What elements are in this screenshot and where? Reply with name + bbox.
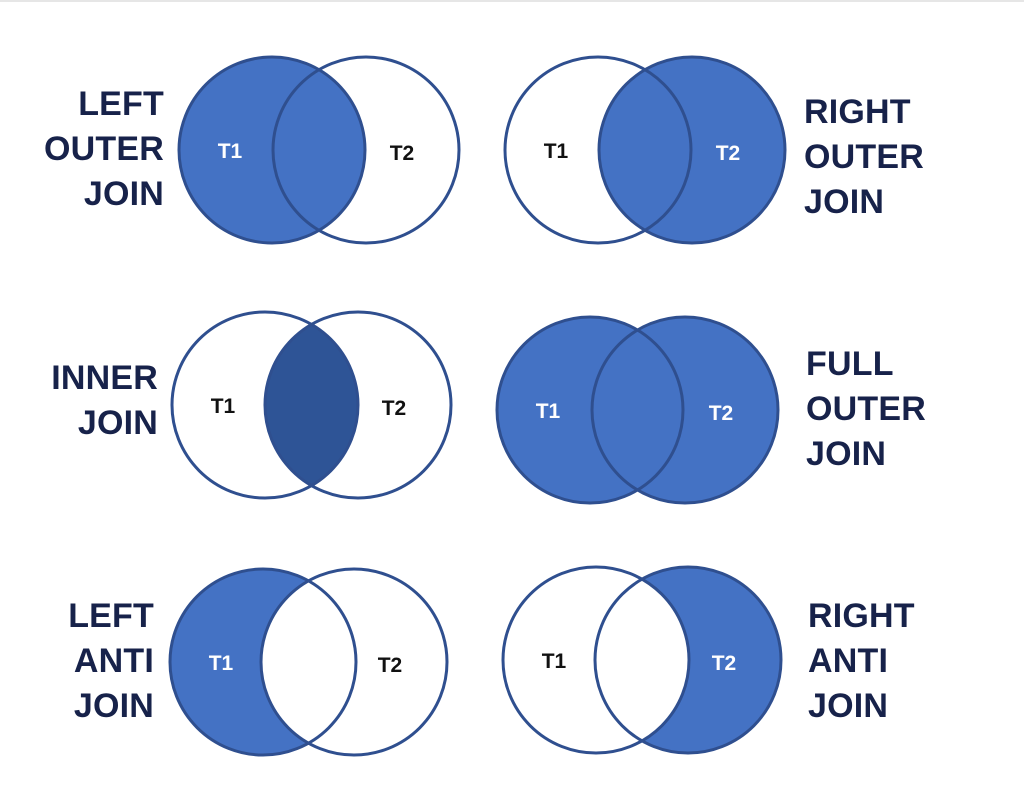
label-line: JOIN [806, 435, 887, 473]
circle-t1-outline [177, 55, 367, 245]
label-line: ANTI [808, 642, 889, 680]
label-line: JOIN [73, 687, 154, 725]
circle-t1-outline [170, 310, 360, 500]
label-full-outer-join: FULL OUTER JOIN [806, 342, 926, 477]
label-line: RIGHT [804, 93, 911, 131]
set-label-t2: T2 [709, 402, 734, 425]
circle-t2-outline [259, 567, 449, 757]
label-line: JOIN [77, 404, 158, 442]
set-label-t2: T2 [382, 397, 407, 420]
circle-t1-outline [503, 55, 693, 245]
label-left-anti-join: LEFT ANTI JOIN [68, 594, 154, 729]
venn-left-anti-join: T1 T2 [168, 567, 449, 757]
set-label-t1: T1 [209, 652, 234, 675]
set-label-t1: T1 [544, 140, 569, 163]
label-line: ANTI [73, 642, 154, 680]
circle-t1-outline [501, 565, 691, 755]
circle-t2-outline [590, 315, 780, 505]
set-label-t2: T2 [712, 652, 737, 675]
circle-t2-outline [271, 55, 461, 245]
venn-left-outer-join: T1 T2 [177, 55, 461, 245]
label-line: JOIN [83, 175, 164, 213]
venn-right-outer-join: T1 T2 [503, 55, 787, 245]
label-line: OUTER [806, 390, 926, 428]
set-label-t2: T2 [378, 654, 403, 677]
circle-t2-outline [593, 565, 783, 755]
top-divider [0, 0, 1024, 2]
set-label-t1: T1 [536, 400, 561, 423]
label-inner-join: INNER JOIN [51, 356, 158, 446]
label-line: LEFT [78, 85, 164, 123]
shaded-region-t2 [592, 317, 778, 503]
circle-t2-outline [263, 310, 453, 500]
label-right-anti-join: RIGHT ANTI JOIN [808, 594, 915, 729]
venn-inner-join: T1 T2 [170, 310, 453, 500]
set-label-t1: T1 [542, 650, 567, 673]
set-label-t1: T1 [211, 395, 236, 418]
label-line: OUTER [804, 138, 924, 176]
label-right-outer-join: RIGHT OUTER JOIN [804, 90, 924, 225]
label-line: RIGHT [808, 597, 915, 635]
label-left-outer-join: LEFT OUTER JOIN [44, 82, 164, 217]
label-line: OUTER [44, 130, 164, 168]
circle-t1-outline [495, 315, 685, 505]
circle-t1-outline [168, 567, 358, 757]
label-line: JOIN [804, 183, 885, 221]
label-line: FULL [806, 345, 894, 383]
label-line: LEFT [68, 597, 154, 635]
set-label-t2: T2 [716, 142, 741, 165]
set-label-t2: T2 [390, 142, 415, 165]
venn-full-outer-join: T1 T2 [495, 315, 780, 505]
venn-right-anti-join: T1 T2 [501, 565, 783, 755]
circle-t2-outline [597, 55, 787, 245]
label-line: JOIN [808, 687, 889, 725]
label-line: INNER [51, 359, 158, 397]
set-label-t1: T1 [218, 140, 243, 163]
shaded-region-intersection [264, 324, 358, 486]
